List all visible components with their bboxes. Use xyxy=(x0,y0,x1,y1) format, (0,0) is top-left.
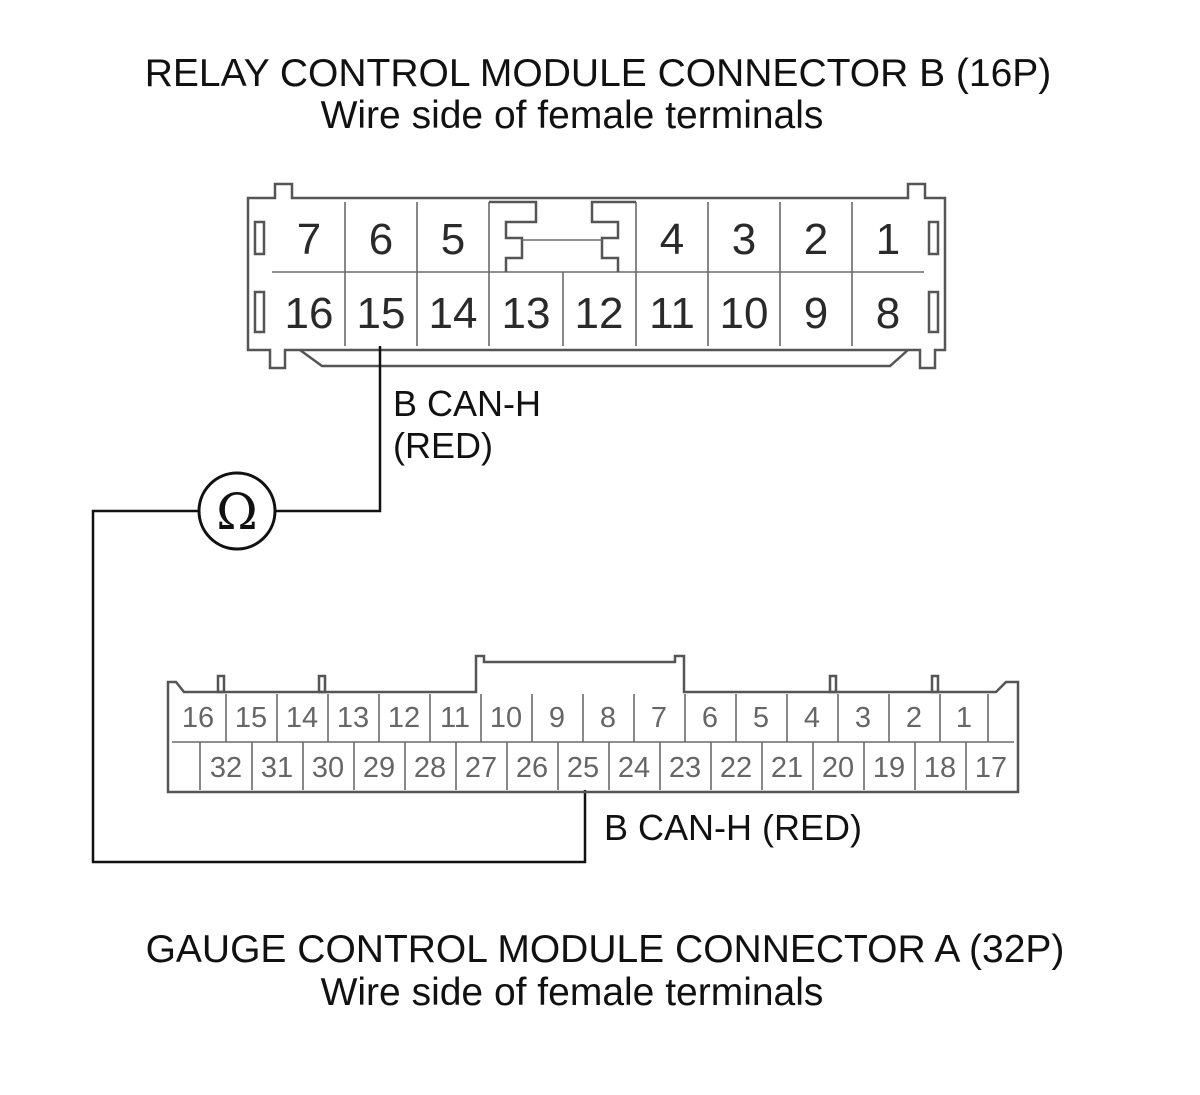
connector-b-pin-8: 8 xyxy=(876,289,900,338)
connector-a-pin-3: 3 xyxy=(855,702,871,734)
connector-a-pin-13: 13 xyxy=(337,702,369,734)
connector-b-pin-11: 11 xyxy=(649,289,695,338)
connector-b-pin-3: 3 xyxy=(732,215,756,264)
connector-b-wire-label-line1: B CAN-H xyxy=(393,383,541,424)
connector-b-pin-9: 9 xyxy=(804,289,828,338)
connector-b-wire-label-line2: (RED) xyxy=(393,425,493,466)
connector-a-pin-22: 22 xyxy=(720,752,752,784)
connector-a-housing xyxy=(166,654,1020,794)
connector-a-pin-23: 23 xyxy=(669,752,701,784)
connector-b-pin-15: 15 xyxy=(357,289,406,338)
connector-a-title: GAUGE CONTROL MODULE CONNECTOR A (32P) xyxy=(146,928,1065,971)
connector-a-pin-28: 28 xyxy=(414,752,446,784)
connector-b-pin-10: 10 xyxy=(720,289,769,338)
connector-a-pin-10: 10 xyxy=(490,702,522,734)
connector-b-housing xyxy=(246,182,947,370)
connector-a-pin-8: 8 xyxy=(600,702,616,734)
connector-b-pin-7: 7 xyxy=(297,215,321,264)
connector-a-pin-5: 5 xyxy=(753,702,769,734)
connector-a-pin-29: 29 xyxy=(363,752,395,784)
connector-b-subtitle: Wire side of female terminals xyxy=(321,94,824,137)
ohm-symbol: Ω xyxy=(216,483,257,541)
connector-a-pin-17: 17 xyxy=(975,752,1007,784)
connector-a-wire-label: B CAN-H (RED) xyxy=(604,807,862,848)
connector-a-pin-7: 7 xyxy=(651,702,667,734)
connector-a-pin-25: 25 xyxy=(567,752,599,784)
connector-a-pin-21: 21 xyxy=(771,752,803,784)
connector-a-pin-26: 26 xyxy=(516,752,548,784)
connector-a-pin-6: 6 xyxy=(702,702,718,734)
connector-a-pin-14: 14 xyxy=(286,702,318,734)
test-wire xyxy=(91,346,587,864)
connector-b-pin-13: 13 xyxy=(502,289,551,338)
connector-a-pin-32: 32 xyxy=(210,752,242,784)
connector-a-pin-20: 20 xyxy=(822,752,854,784)
connector-a-pin-16: 16 xyxy=(182,702,214,734)
connector-b-pin-4: 4 xyxy=(660,215,684,264)
connector-a-pin-9: 9 xyxy=(549,702,565,734)
connector-a-pin-1: 1 xyxy=(956,702,972,734)
connector-a-pin-2: 2 xyxy=(906,702,922,734)
connector-a-pin-19: 19 xyxy=(873,752,905,784)
connector-b-title: RELAY CONTROL MODULE CONNECTOR B (16P) xyxy=(145,52,1052,95)
connector-a-pin-27: 27 xyxy=(465,752,497,784)
ohmmeter-icon: Ω xyxy=(197,471,277,551)
connector-b-wire-label: B CAN-H (RED) xyxy=(393,383,551,466)
connector-a-pin-11: 11 xyxy=(440,702,470,734)
connector-a-pin-18: 18 xyxy=(924,752,956,784)
connector-b-pin-12: 12 xyxy=(575,289,624,338)
connector-b-pin-14: 14 xyxy=(429,289,478,338)
connector-a-pin-30: 30 xyxy=(312,752,344,784)
connector-a-pin-12: 12 xyxy=(388,702,420,734)
connector-b-pin-1: 1 xyxy=(876,215,900,264)
connector-b-pin-6: 6 xyxy=(369,215,393,264)
connector-a-pin-24: 24 xyxy=(618,752,650,784)
connector-a-pin-4: 4 xyxy=(804,702,820,734)
connector-b-pin-2: 2 xyxy=(804,215,828,264)
connector-b-pin-5: 5 xyxy=(441,215,465,264)
connector-a-pin-15: 15 xyxy=(235,702,267,734)
connector-b-pin-16: 16 xyxy=(285,289,334,338)
connector-a-pin-31: 31 xyxy=(261,752,293,784)
connector-a-subtitle: Wire side of female terminals xyxy=(321,971,824,1014)
